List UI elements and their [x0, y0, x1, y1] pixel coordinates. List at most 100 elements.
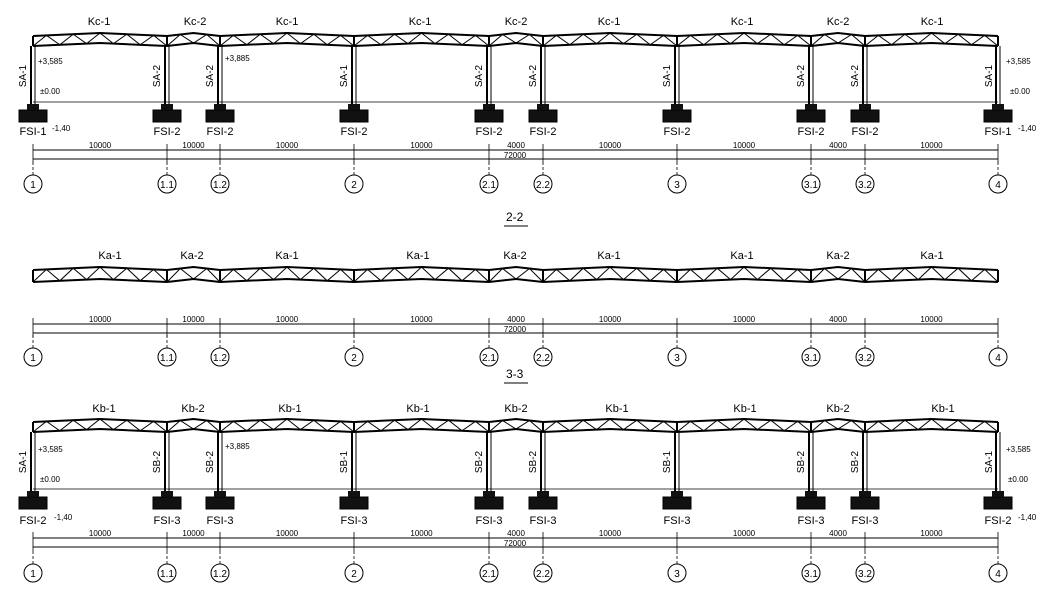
footing	[662, 109, 692, 123]
truss-web	[166, 419, 221, 433]
truss-label: Kb-1	[278, 403, 301, 415]
truss-bottom-chord	[864, 277, 999, 283]
axis-label: 1.1	[160, 569, 174, 580]
frame-1-column-labels: SA-1 SA-2 SA-2 SA-1 SA-2 SA-2 SA-1 SA-2 …	[18, 64, 995, 87]
footing	[528, 109, 558, 123]
truss-bottom-chord	[676, 427, 812, 433]
footing-label: FSI-2	[530, 126, 557, 138]
footing-label: FSI-2	[798, 126, 825, 138]
footing-label: FSI-3	[341, 515, 368, 527]
truss-web	[219, 32, 355, 47]
axis-bubble	[157, 563, 177, 583]
pedestal	[483, 491, 495, 497]
axis-label: 3.2	[858, 569, 872, 580]
axis-label: 1.2	[213, 353, 227, 364]
axis-bubble	[667, 563, 687, 583]
truss-bottom-chord	[219, 427, 355, 433]
axis-bubble	[801, 174, 821, 194]
column-label: SA-1	[984, 450, 995, 473]
axis-label: 1.1	[160, 353, 174, 364]
pedestal	[214, 104, 226, 110]
truss-label: Kb-1	[605, 403, 628, 415]
truss-bottom-chord	[32, 41, 168, 47]
footing-label: FSI-2	[985, 515, 1012, 527]
axis-bubble	[855, 563, 875, 583]
truss-web	[676, 32, 812, 47]
footing	[850, 496, 880, 510]
axis-label: 2.1	[482, 569, 496, 580]
axis-label: 3	[674, 569, 680, 580]
column-label: SB-2	[152, 450, 163, 473]
frame-2: Ka-1 Ka-2 Ka-1 Ka-1 Ka-2 Ka-1 Ka-1 Ka-2 …	[23, 250, 1008, 367]
frame-1-elevations: +3,585 +3,885 +3,585 ±0.00 ±0.00 -1,40 -…	[38, 54, 1037, 133]
axis-bubble	[533, 174, 553, 194]
base-elevation-label: -1,40	[1018, 124, 1037, 133]
truss-bottom-chord	[676, 41, 812, 47]
elevation-zero-label: ±0.00	[1008, 475, 1029, 484]
pedestal	[859, 104, 871, 110]
footing-label: FSI-2	[341, 126, 368, 138]
elevation-label: +3,585	[38, 57, 63, 66]
span-dimension: 10000	[599, 529, 622, 538]
column-label: SA-2	[528, 64, 539, 87]
axis-bubble	[988, 563, 1008, 583]
column-label: SB-1	[339, 450, 350, 473]
span-dimension: 10000	[599, 315, 622, 324]
truss-bottom-chord	[542, 277, 678, 283]
axis-label: 2.2	[536, 180, 550, 191]
truss-web	[810, 33, 866, 47]
axis-bubble	[210, 347, 230, 367]
truss-web	[864, 32, 999, 47]
axis-bubble	[210, 174, 230, 194]
pedestal	[161, 104, 173, 110]
footing-label: FSI-3	[154, 515, 181, 527]
frame-3-truss	[32, 417, 999, 433]
total-dimension: 72000	[504, 325, 527, 334]
column-label: SA-2	[474, 64, 485, 87]
truss-bottom-chord	[32, 277, 168, 283]
truss-top-chord	[810, 31, 866, 37]
span-dimension: 10000	[920, 141, 943, 150]
truss-label: Kc-1	[88, 16, 111, 28]
axis-label: 3.1	[804, 353, 818, 364]
axis-label: 2	[351, 569, 357, 580]
footing	[18, 109, 48, 123]
truss-web	[32, 266, 168, 283]
axis-bubble	[667, 174, 687, 194]
truss-bottom-chord	[219, 277, 355, 283]
truss-label: Kb-1	[92, 403, 115, 415]
axis-bubble	[533, 563, 553, 583]
axis-bubble	[988, 174, 1008, 194]
footing	[152, 496, 182, 510]
footing-label: FSI-2	[207, 126, 234, 138]
truss-bottom-chord	[32, 427, 168, 433]
axis-label: 1.2	[213, 569, 227, 580]
truss-web	[864, 266, 999, 283]
footing-label: FSI-2	[664, 126, 691, 138]
span-dimension: 10000	[410, 141, 433, 150]
axis-bubble	[210, 563, 230, 583]
truss-web	[353, 266, 490, 283]
truss-web	[810, 267, 866, 283]
footing	[983, 496, 1013, 510]
elevation-zero-label: ±0.00	[40, 475, 61, 484]
truss-bottom-chord	[864, 427, 999, 433]
truss-label: Kb-2	[826, 403, 849, 415]
truss-label: Kc-2	[827, 16, 850, 28]
truss-web	[32, 32, 168, 47]
column-label: SA-1	[984, 64, 995, 87]
pedestal	[992, 104, 1004, 110]
span-dimension: 10000	[182, 529, 205, 538]
footing-label: FSI-2	[852, 126, 879, 138]
pedestal	[671, 104, 683, 110]
elevation-zero-label: ±0.00	[40, 87, 61, 96]
pedestal	[992, 491, 1004, 497]
truss-bottom-chord	[353, 41, 490, 47]
footing	[796, 496, 826, 510]
truss-bottom-chord	[864, 41, 999, 47]
axis-bubble	[344, 563, 364, 583]
